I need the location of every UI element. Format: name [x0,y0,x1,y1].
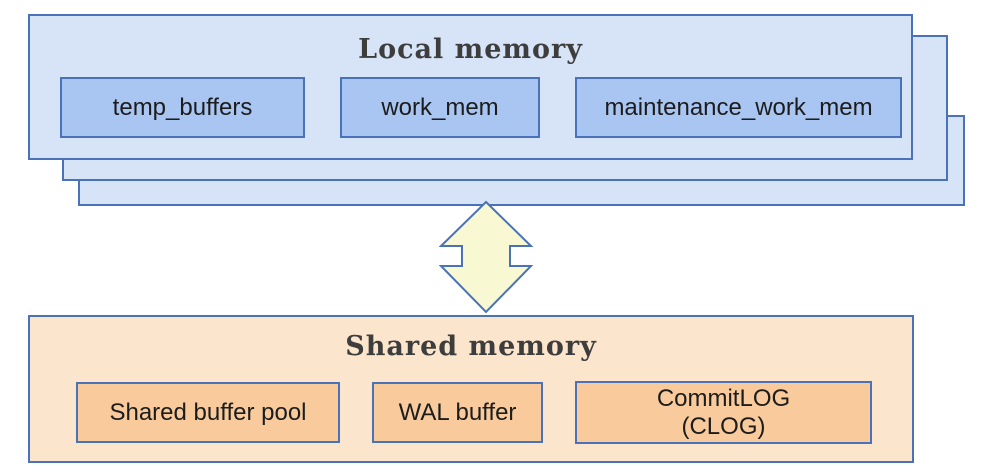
commit-log-label: CommitLOG (CLOG) [657,385,790,440]
wal-buffer-box: WAL buffer [372,382,543,443]
shared-buffer-pool-box: Shared buffer pool [76,382,340,443]
work-mem-box: work_mem [340,77,540,138]
up-down-arrow-icon [438,200,534,314]
maintenance-work-mem-label: maintenance_work_mem [604,93,873,121]
temp-buffers-label: temp_buffers [112,93,253,121]
commit-log-label-line2: (CLOG) [681,412,766,440]
shared-buffer-pool-label: Shared buffer pool [109,398,307,426]
commit-log-box: CommitLOG (CLOG) [575,381,872,444]
temp-buffers-box: temp_buffers [60,77,305,138]
maintenance-work-mem-box: maintenance_work_mem [575,77,902,138]
wal-buffer-label: WAL buffer [398,398,517,426]
work-mem-label: work_mem [381,93,499,121]
local-memory-title: Local memory [358,34,583,65]
shared-memory-title: Shared memory [345,331,597,362]
commit-log-label-line1: CommitLOG [656,384,791,412]
